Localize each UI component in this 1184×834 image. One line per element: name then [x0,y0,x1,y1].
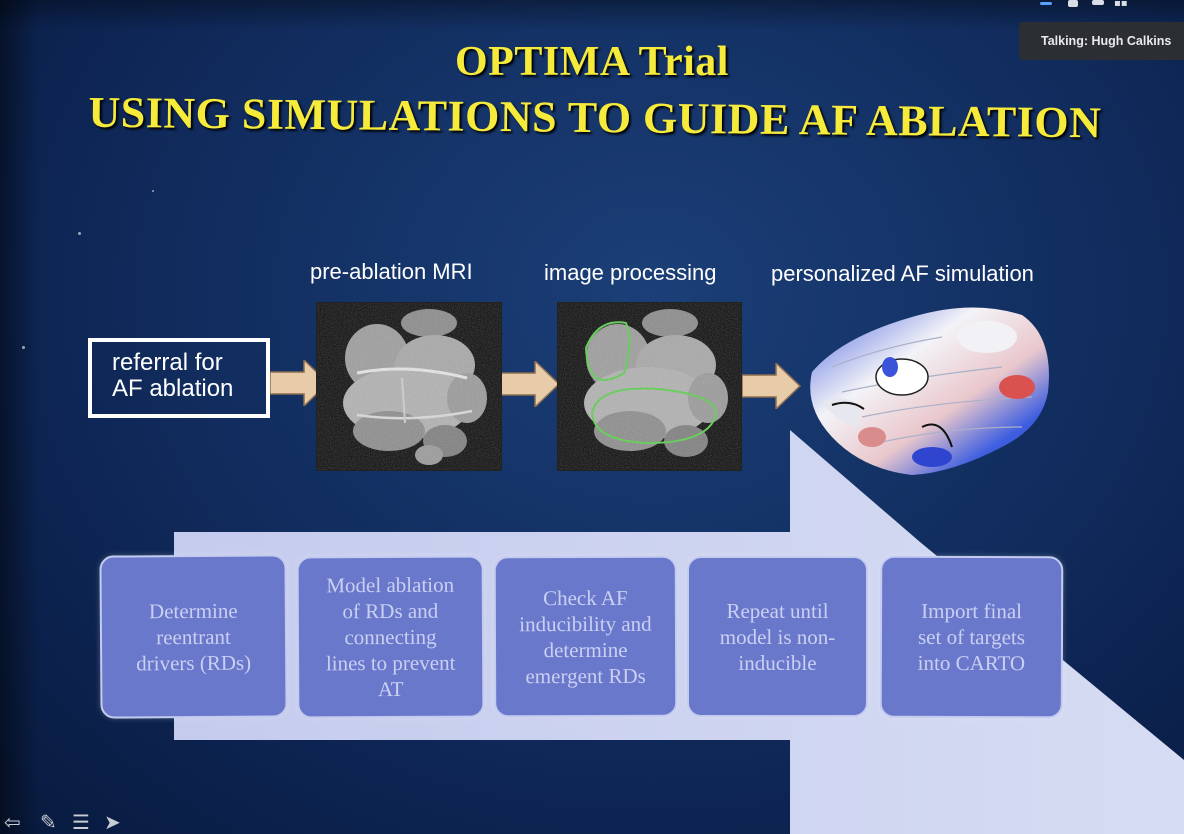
image-processing-image [557,302,742,471]
step-line: model is non- [719,624,836,649]
step-line: AT [377,676,404,702]
screen-edge-shadow-left [0,0,40,834]
step-box-model-ablation: Model ablation of RDs and connecting lin… [296,555,485,719]
pointer-icon[interactable]: ➤ [104,810,121,834]
step-box-import-carto: Import final set of targets into CARTO [879,555,1064,719]
step-line: into CARTO [917,650,1026,676]
step-line: Import final [921,598,1023,624]
referral-line: AF ablation [112,375,234,402]
speck [78,232,81,235]
stage-label-simulation: personalized AF simulation [771,261,1034,286]
flow-arrow-icon [501,361,561,407]
slide-subtitle: USING SIMULATIONS TO GUIDE AF ABLATION [88,87,1102,148]
grid-icon[interactable]: ▪▪ [1114,0,1128,9]
referral-box: referral for AF ablation [88,338,270,418]
talking-label: Talking: Hugh Calkins [1041,34,1172,48]
stage-label-processing: image processing [544,260,717,285]
step-line: Model ablation [326,572,455,598]
step-line: Check AF [543,585,628,610]
process-flow-big-arrow [174,430,1184,834]
personalized-af-simulation-image [810,307,1049,475]
flow-arrow-icon [742,363,802,409]
referral-line: referral for [112,349,223,376]
minimize-icon[interactable] [1040,2,1052,5]
step-line: reentrant [156,624,231,649]
screen-edge-shadow-top [0,0,1184,30]
presentation-toolbar: ⇦ ✎ ☰ ➤ [0,810,140,834]
step-box-determine-rds: Determine reentrant drivers (RDs) [99,554,288,719]
step-box-repeat: Repeat until model is non- inducible [687,556,868,717]
pen-icon[interactable]: ✎ [40,810,57,834]
step-line: inducible [738,650,817,675]
back-icon[interactable]: ⇦ [4,810,21,834]
step-line: inducibility and [519,611,652,636]
step-line: Repeat until [726,598,829,623]
pre-ablation-mri-image [316,302,502,471]
speck [152,190,154,192]
stage-label-mri: pre-ablation MRI [310,259,473,284]
speck [22,346,25,349]
talking-indicator: Talking: Hugh Calkins [1019,22,1184,60]
step-line: set of targets [917,624,1025,650]
step-line: Determine [148,598,238,623]
step-line: connecting [344,624,437,650]
window-icon[interactable] [1068,0,1078,7]
step-line: lines to prevent [325,650,456,676]
step-line: emergent RDs [525,663,646,688]
slide-title: OPTIMA Trial [455,39,729,85]
step-line: of RDs and [342,598,439,624]
step-box-check-inducibility: Check AF inducibility and determine emer… [493,555,678,718]
step-line: determine [543,637,628,662]
step-line: drivers (RDs) [136,650,252,675]
bar-icon[interactable] [1092,0,1104,5]
meeting-toolbar: ▪▪ [1020,0,1184,14]
notes-icon[interactable]: ☰ [72,810,90,834]
